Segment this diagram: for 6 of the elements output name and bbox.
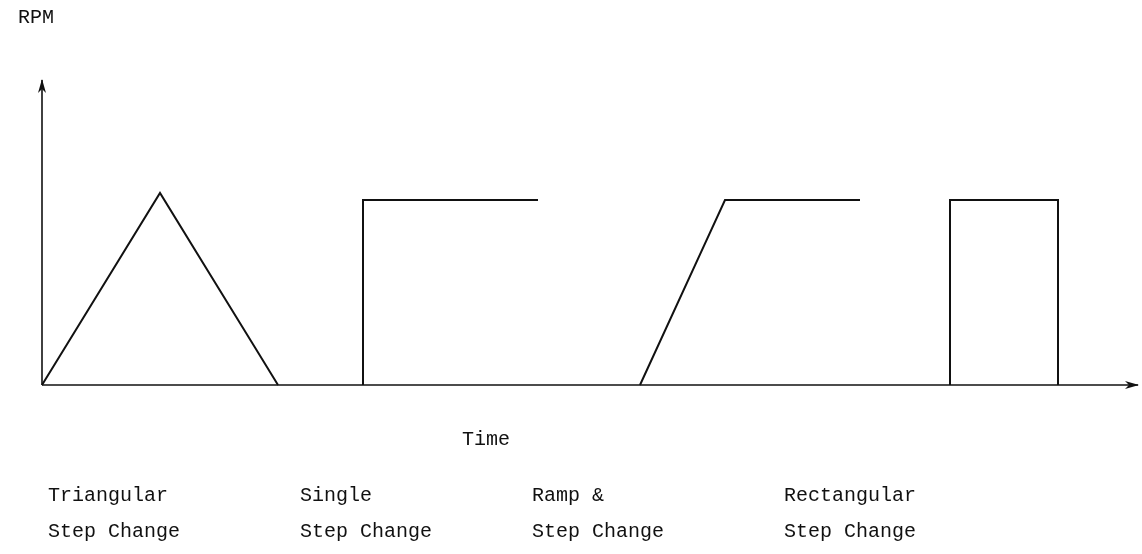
- waveform-caption: Ramp & Step Change: [532, 483, 665, 545]
- waveform-caption: Single Step Change: [300, 483, 433, 545]
- waveform-caption: Triangular Step Change: [48, 483, 181, 545]
- axis-label: Time: [462, 427, 510, 453]
- waveform-caption: Rectangular Step Change: [784, 483, 917, 545]
- axis-label: RPM: [18, 5, 54, 31]
